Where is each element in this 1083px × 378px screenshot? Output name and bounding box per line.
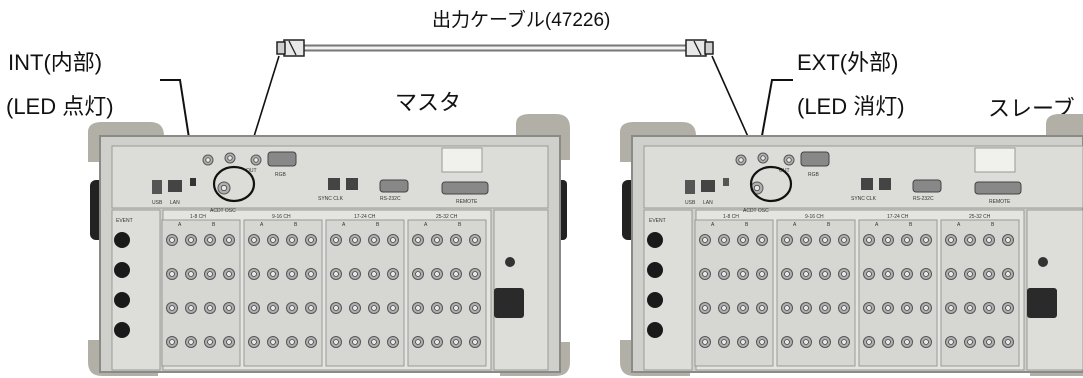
master-lan-port — [168, 180, 182, 192]
master-usb-port — [152, 180, 162, 194]
int-led-label: (LED 点灯) — [6, 94, 114, 119]
slave-acdt-text: ACDT OSC — [743, 208, 769, 214]
master-lan-text: LAN — [170, 200, 180, 206]
slave-int-ext-switch — [723, 178, 729, 186]
left-bnc-plug — [276, 39, 305, 57]
slave-rgb-text: RGB — [808, 172, 820, 178]
slave-event-connector — [647, 322, 663, 338]
slave-sync-port-1 — [861, 178, 873, 190]
master-acdt-text: ACDT OSC — [210, 208, 236, 214]
slave-event-connector — [647, 262, 663, 278]
master-event-text: EVENT — [116, 218, 133, 224]
slave-lan-text: LAN — [703, 200, 713, 206]
slave-ch-a-text: A — [793, 222, 797, 228]
master-sync-port-2 — [346, 178, 358, 190]
master-ch-text: 25-32 CH — [436, 214, 458, 220]
slave-remote-port — [974, 181, 1022, 195]
slave-ch-b-text: B — [745, 222, 749, 228]
master-ch-text: 1-8 CH — [190, 214, 206, 220]
master-remote-port — [441, 181, 489, 195]
master-sync-port-1 — [328, 178, 340, 190]
master-ch-b-text: B — [212, 222, 216, 228]
master-ch-b-text: B — [376, 222, 380, 228]
master-ground-terminal — [505, 257, 515, 267]
slave-ch-text: 9-16 CH — [805, 214, 824, 220]
slave-event-text: EVENT — [649, 218, 666, 224]
master-remote-text: REMOTE — [456, 199, 478, 205]
master-rs232c-text: RS-232C — [380, 196, 401, 202]
slave-ch-a-text: A — [957, 222, 961, 228]
ext-label: EXT(外部) — [797, 50, 899, 75]
master-ch-text: 9-16 CH — [272, 214, 291, 220]
slave-ch-b-text: B — [991, 222, 995, 228]
master-out-connector-highlight — [212, 165, 256, 203]
slave-ch-text: 25-32 CH — [969, 214, 991, 220]
slave-event-connector — [647, 232, 663, 248]
slave-ch-a-text: A — [875, 222, 879, 228]
ext-led-label: (LED 消灯) — [797, 94, 905, 119]
master-power-inlet — [494, 288, 524, 318]
master-event-connector — [114, 292, 130, 308]
right-bnc-plug — [685, 39, 714, 57]
master-event-connector — [114, 262, 130, 278]
master-rgb-text: RGB — [275, 172, 287, 178]
slave-rs232c-text: RS-232C — [913, 196, 934, 202]
slave-usb-text: USB — [685, 200, 696, 206]
master-out-text: OUT — [246, 168, 257, 174]
slave-event-connector — [647, 292, 663, 308]
slave-ch-text: 1-8 CH — [723, 214, 739, 220]
slave-remote-text: REMOTE — [989, 199, 1011, 205]
master-ch-a-text: A — [260, 222, 264, 228]
slave-ch-text: 17-24 CH — [887, 214, 909, 220]
slave-in-connector-highlight — [749, 165, 793, 203]
master-info-plate — [441, 147, 483, 173]
master-title: マスタ — [395, 90, 462, 115]
master-event-connector — [114, 232, 130, 248]
slave-rgb-port — [800, 151, 830, 167]
master-rgb-port — [267, 151, 297, 167]
slave-lan-port — [701, 180, 715, 192]
int-label: INT(内部) — [8, 50, 103, 75]
master-int-ext-switch — [190, 178, 196, 186]
slave-power-inlet — [1027, 288, 1057, 318]
master-sync-text: SYNC CLK — [318, 196, 344, 202]
master-event-connector — [114, 322, 130, 338]
master-ch-a-text: A — [178, 222, 182, 228]
slave-title: スレーブ — [988, 96, 1075, 121]
slave-info-plate — [974, 147, 1016, 173]
master-usb-text: USB — [152, 200, 163, 206]
cable-label: 出力ケーブル(47226) — [432, 10, 611, 31]
master-ch-a-text: A — [424, 222, 428, 228]
master-ch-b-text: B — [294, 222, 298, 228]
slave-ch-b-text: B — [827, 222, 831, 228]
master-rs232c-port — [379, 179, 409, 193]
slave-sync-text: SYNC CLK — [851, 196, 877, 202]
master-ch-a-text: A — [342, 222, 346, 228]
slave-sync-port-2 — [879, 178, 891, 190]
slave-rs232c-port — [912, 179, 942, 193]
master-ch-b-text: B — [458, 222, 462, 228]
slave-ch-b-text: B — [909, 222, 913, 228]
slave-usb-port — [685, 180, 695, 194]
master-ch-text: 17-24 CH — [354, 214, 376, 220]
slave-ground-terminal — [1038, 257, 1048, 267]
slave-ch-a-text: A — [711, 222, 715, 228]
